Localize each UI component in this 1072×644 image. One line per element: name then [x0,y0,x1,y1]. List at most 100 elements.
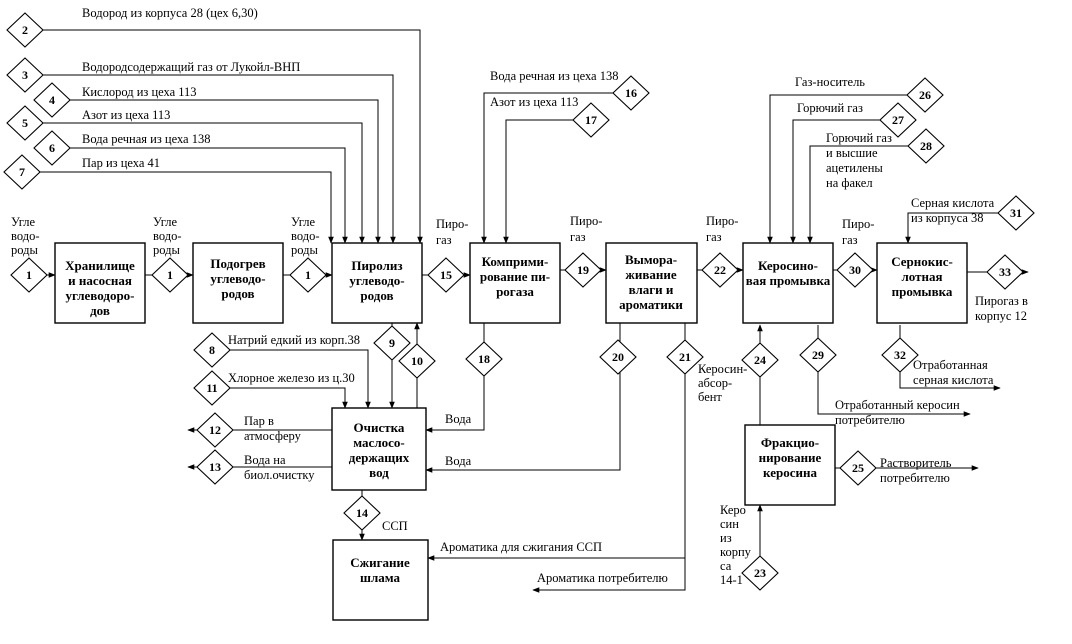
stream-diamond-7: 7 [3,154,41,190]
svg-text:26: 26 [919,88,931,102]
stream-diamond-9: 9 [373,325,411,361]
stream-diamond-6: 6 [33,130,71,166]
stream-diamond-25: 25 [839,450,877,486]
box-line: шлама [360,570,401,585]
box-line: рогаза [496,284,534,299]
label-pyrogas-19: Пиро-газ [570,214,602,244]
stream-diamond-26: 26 [906,77,944,113]
stream-diamond-15: 15 [427,257,465,293]
svg-text:8: 8 [209,343,215,357]
label-4: Кислород из цеха 113 [82,85,197,99]
stream-diamond-21: 21 [666,339,704,375]
stream-diamonds: 1 1 1 2 3 4 5 6 7 15 19 22 30 33 16 17 2… [3,12,1035,591]
label-aromatics-burn: Ароматика для сжигания ССП [440,540,602,554]
stream-diamond-27: 27 [879,102,917,138]
svg-text:16: 16 [625,86,637,100]
svg-text:6: 6 [49,141,55,155]
svg-text:14: 14 [356,506,368,520]
box-line: маслосо- [353,435,404,450]
svg-text:1: 1 [26,268,32,282]
stream-diamond-18: 18 [465,341,503,377]
svg-text:1: 1 [305,268,311,282]
stream-diamond-10: 10 [398,343,436,379]
box-line: углеводоро- [66,288,135,303]
stream-diamond-20: 20 [599,339,637,375]
svg-text:1: 1 [167,268,173,282]
label-7: Пар из цеха 41 [82,156,160,170]
label-11: Хлорное железо из ц.30 [228,371,355,385]
box-line: вая промывка [746,273,831,288]
label-3: Водородсодержащий газ от Лукойл-ВНП [82,60,300,74]
stream-diamond-24: 24 [741,342,779,378]
stream-diamond-3: 3 [6,57,44,93]
stream-diamond-12: 12 [196,412,234,448]
stream-diamond-13: 13 [196,449,234,485]
box-line: и насосная [68,273,132,288]
stream-diamond-31: 31 [997,195,1035,231]
label-16: Вода речная из цеха 138 [490,69,618,83]
svg-text:7: 7 [19,165,25,179]
stream-diamond-2: 2 [6,12,44,48]
stream-diamond-5: 5 [6,105,44,141]
svg-text:20: 20 [612,350,624,364]
svg-text:30: 30 [849,263,861,277]
svg-text:5: 5 [22,116,28,130]
label-6: Вода речная из цеха 138 [82,132,210,146]
svg-text:10: 10 [411,354,423,368]
stream-diamond-28: 28 [907,128,945,164]
svg-text:28: 28 [920,139,932,153]
svg-text:11: 11 [206,381,217,395]
label-water-20: Вода [445,454,472,468]
box-line: Очистка [354,420,405,435]
label-pyrogas-15: Пиро-газ [436,217,468,247]
svg-text:21: 21 [679,350,691,364]
label-5: Азот из цеха 113 [82,108,170,122]
svg-text:33: 33 [999,265,1011,279]
svg-text:3: 3 [22,68,28,82]
svg-text:Кероcино-вая промывка: Кероcино-вая промывка [746,258,831,288]
box-line: Фракцио- [761,435,819,450]
label-8: Натрий едкий из корп.38 [228,333,360,347]
label-14: ССП [382,519,408,533]
svg-text:9: 9 [389,336,395,350]
box-line: нирование [759,450,822,465]
box-line: Сернокис- [891,254,953,269]
stream-diamond-1b: 1 [151,257,189,293]
process-box-compression: Комприми-рование пи-рогаза [469,242,561,324]
box-line: дов [90,303,110,318]
box-line: Подогрев [210,256,265,271]
label-26: Газ-носитель [795,75,865,89]
box-line: Хранилище [65,258,135,273]
box-line: Вымора- [625,252,677,267]
svg-text:25: 25 [852,461,864,475]
process-box-kerosene-wash: Кероcино-вая промывка [742,242,834,324]
svg-text:4: 4 [49,93,55,107]
box-line: лотная [901,269,942,284]
svg-text:18: 18 [478,352,490,366]
stream-diamond-23: 23 [741,555,779,591]
box-line: влаги и [629,282,674,297]
stream-diamond-16: 16 [612,75,650,111]
svg-text:Комприми-рование пи-рогаза: Комприми-рование пи-рогаза [480,254,550,299]
svg-text:29: 29 [812,348,824,362]
box-line: керосина [763,465,817,480]
